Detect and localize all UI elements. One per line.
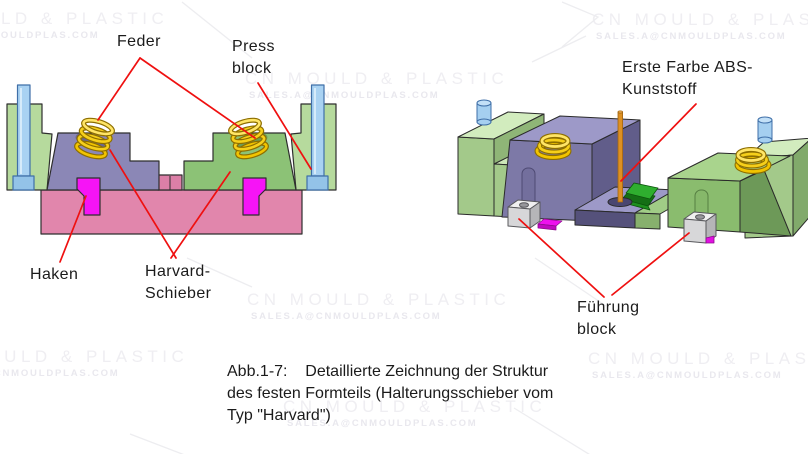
guide-block-right <box>683 211 717 244</box>
ejector-pad-magenta-left <box>537 218 563 231</box>
label-harvard-line1: Harvard- <box>145 263 211 280</box>
pin-cylinder-right <box>757 116 773 144</box>
label-feder: Feder <box>117 33 161 50</box>
leader-harvard-right <box>170 171 231 259</box>
sprue-rod <box>617 110 623 203</box>
label-harvard-schieber: Harvard- Schieber <box>145 261 211 305</box>
caption-line2: des festen Formteils (Halterungsschieber… <box>227 385 554 402</box>
caption-line3: Typ "Harvard") <box>227 407 331 424</box>
pin-cylinder-left <box>476 99 492 126</box>
iso-spring-left <box>534 133 572 160</box>
leader-fuehrung-left <box>518 218 605 298</box>
leader-lines <box>59 57 697 298</box>
press-bolt-left <box>12 84 35 191</box>
label-abs-line1: Erste Farbe ABS- <box>622 59 753 76</box>
press-bolt-right <box>306 84 329 191</box>
leader-haken <box>59 195 87 263</box>
label-haken: Haken <box>30 266 79 283</box>
watermark-zigzag-lines <box>129 1 607 454</box>
leader-harvard-left <box>109 149 177 259</box>
iso-spring-right <box>734 147 772 174</box>
caption-line1: Abb.1-7: Detaillierte Zeichnung der Stru… <box>227 363 549 380</box>
spring-icon-left <box>74 117 115 160</box>
label-press-line2: block <box>232 60 272 77</box>
label-abs-line2: Kunststoff <box>622 81 697 98</box>
leader-press-block <box>257 82 312 170</box>
leader-abs <box>620 103 697 182</box>
label-fuehrung-block: Führung block <box>577 297 639 341</box>
leader-feder-left <box>97 57 141 121</box>
hook-right <box>242 177 267 216</box>
label-harvard-line2: Schieber <box>145 285 212 302</box>
label-abs-kunststoff: Erste Farbe ABS- Kunststoff <box>622 57 753 101</box>
label-fuehrung-line2: block <box>577 321 617 338</box>
hook-left <box>76 177 101 216</box>
label-fuehrung-line1: Führung <box>577 299 640 316</box>
leader-feder-right <box>139 57 256 139</box>
label-press-line1: Press <box>232 38 275 55</box>
left-cross-section <box>6 84 337 235</box>
leader-fuehrung-right <box>611 232 690 296</box>
ejector-pad-magenta-right <box>705 235 715 244</box>
right-iso-view <box>457 99 808 244</box>
figure-caption: Abb.1-7: Detaillierte Zeichnung der Stru… <box>227 361 627 427</box>
label-press-block: Press block <box>232 36 275 80</box>
